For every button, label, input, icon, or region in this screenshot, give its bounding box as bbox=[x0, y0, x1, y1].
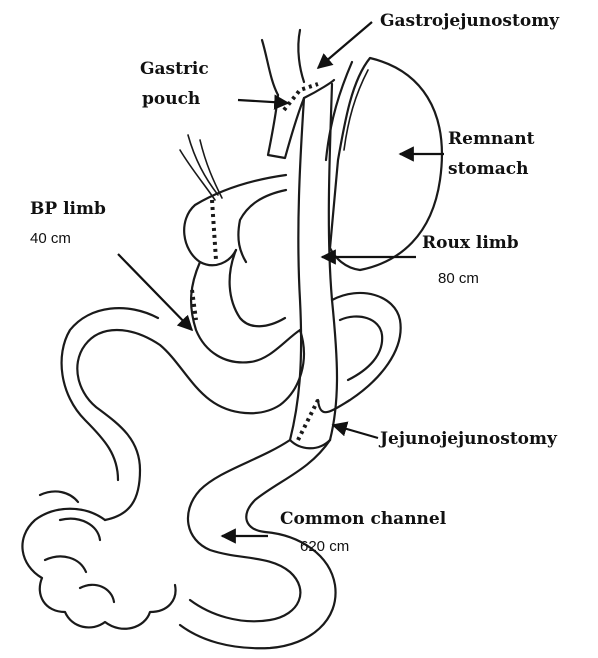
label-gastric-pouch-line2: pouch bbox=[142, 88, 200, 110]
label-jejunojejunostomy: Jejunojejunostomy bbox=[380, 428, 557, 450]
jejunal-loops bbox=[77, 330, 304, 520]
label-bp-limb-length: 40 cm bbox=[30, 230, 71, 247]
label-gastrojejunostomy: Gastrojejunostomy bbox=[380, 10, 559, 32]
vessel bbox=[180, 135, 222, 200]
label-remnant-stomach-line2: stomach bbox=[448, 158, 528, 180]
arrow-gastric-pouch bbox=[238, 100, 288, 103]
duodenal-staples bbox=[212, 200, 216, 260]
label-common-channel: Common channel bbox=[280, 508, 446, 530]
label-gastric-pouch-line1: Gastric bbox=[140, 58, 209, 80]
bp-limb bbox=[191, 250, 300, 362]
label-common-channel-length: 620 cm bbox=[300, 538, 349, 555]
label-roux-limb-length: 80 cm bbox=[438, 270, 479, 287]
small-bowel bbox=[318, 293, 401, 412]
label-bp-limb: BP limb bbox=[30, 198, 106, 220]
label-roux-limb: Roux limb bbox=[422, 232, 519, 254]
esophagus bbox=[262, 30, 304, 95]
jejunojejunostomy-staples bbox=[298, 400, 318, 440]
label-remnant-stomach-line1: Remnant bbox=[448, 128, 535, 150]
arrow-bp-limb bbox=[118, 254, 192, 330]
colon bbox=[22, 491, 175, 628]
jejunal-loops-inner bbox=[62, 308, 158, 480]
arrow-jejunojejunostomy bbox=[333, 425, 378, 438]
arrow-gastrojejunostomy bbox=[318, 22, 372, 68]
